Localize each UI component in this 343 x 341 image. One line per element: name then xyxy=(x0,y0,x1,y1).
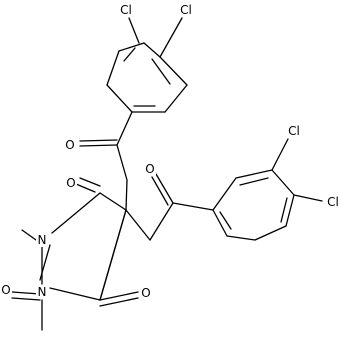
ring-bond xyxy=(99,192,127,211)
atom-label-n-lower: N xyxy=(38,285,47,299)
carbonyl-double-bond xyxy=(79,139,118,142)
lower-ring-bond xyxy=(235,169,273,179)
atom-label-cl-a: Cl xyxy=(120,3,132,17)
lower-ring-inner-bond xyxy=(239,177,269,186)
c-cl-bond-b xyxy=(159,17,183,58)
ring-carbonyl-double-bond xyxy=(99,291,139,301)
ring-bond xyxy=(51,192,101,234)
ring-carbonyl-double-bond xyxy=(79,177,101,187)
upper-ring-inner-bond xyxy=(123,47,136,62)
aryl-carbonyl-bond xyxy=(172,202,214,211)
bond-layer xyxy=(11,17,323,331)
ch2-quaternary-bond xyxy=(125,209,151,241)
n-methyl-bond xyxy=(21,229,37,241)
lower-ring-bond xyxy=(226,235,256,241)
atom-label-o-ring-left: O xyxy=(1,283,10,297)
atom-o-ketone-upper: O xyxy=(64,138,76,152)
atom-label-cl-c: Cl xyxy=(288,124,300,138)
carbonyl-ch2-bond xyxy=(116,144,128,181)
atom-label-o-ketone-upper: O xyxy=(65,138,74,152)
lower-ring-inner-bond xyxy=(219,211,232,230)
ch2-quaternary-bond xyxy=(125,179,128,211)
atom-cl-b: Cl xyxy=(176,2,196,17)
upper-ring-inner-bond xyxy=(151,58,171,85)
atom-o-ring-left: O xyxy=(0,283,12,297)
upper-ring-bond xyxy=(143,42,161,58)
c-cl-bond-c xyxy=(271,138,289,171)
atom-label-o-ring-right: O xyxy=(66,176,75,190)
carbonyl-double-bond xyxy=(79,144,118,147)
atom-layer: Cl Cl Cl Cl O O O N xyxy=(0,2,343,300)
atom-cl-d: Cl xyxy=(323,194,343,209)
atom-cl-c: Cl xyxy=(284,123,304,138)
atom-label-cl-d: Cl xyxy=(327,195,339,209)
atom-label-o-ring-bottom: O xyxy=(141,286,150,300)
lower-ring-bond xyxy=(271,169,295,196)
atom-n-lower: N xyxy=(36,285,48,299)
aryl-carbonyl-bond xyxy=(116,111,133,146)
upper-ring-bond xyxy=(159,56,188,86)
atom-label-o-ketone-lower: O xyxy=(145,162,154,176)
ring-bond xyxy=(49,287,101,301)
lower-ring-inner-bond xyxy=(280,197,288,223)
lower-ring-bond xyxy=(212,209,228,237)
upper-ring-bond xyxy=(106,84,133,113)
ring-carbonyl-double-bond xyxy=(99,297,139,307)
atom-o-ring-right: O xyxy=(65,176,77,190)
ring-carbonyl-double-bond xyxy=(75,183,96,193)
ring-carbonyl-double-bond xyxy=(11,291,41,295)
atom-label-n-upper: N xyxy=(38,233,47,247)
c-cl-bond-a xyxy=(128,17,140,44)
atom-o-ketone-lower: O xyxy=(144,162,156,176)
ring-bond xyxy=(99,209,127,301)
atom-label-cl-b: Cl xyxy=(180,3,192,17)
atom-cl-a: Cl xyxy=(116,2,136,17)
ring-carbonyl-double-bond xyxy=(11,297,41,301)
upper-ring-bond xyxy=(164,84,188,113)
c-cl-bond-d xyxy=(293,194,323,202)
atom-o-ring-bottom: O xyxy=(140,286,152,300)
lower-ring-bond xyxy=(254,225,287,241)
upper-ring-bond xyxy=(118,42,145,52)
lower-ring-bond xyxy=(285,194,295,227)
atom-n-upper: N xyxy=(36,233,48,247)
carbonyl-ch2-bond xyxy=(149,202,174,241)
carbonyl-double-bond xyxy=(155,173,174,204)
carbonyl-double-bond xyxy=(151,176,169,206)
lower-ring-bond xyxy=(212,177,237,211)
upper-ring-bond xyxy=(106,50,120,86)
